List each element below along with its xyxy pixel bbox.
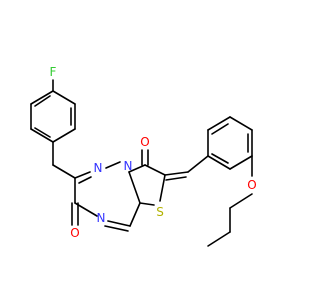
atom-n-left: N [94, 161, 103, 175]
atom-n-bridge: N [124, 159, 133, 173]
atom-o-ether: O [247, 178, 256, 192]
atom-o-lower: O [70, 226, 79, 240]
background [0, 0, 300, 300]
atom-labels: F N N N O O O S [50, 65, 257, 240]
bond-lines [30, 79, 253, 247]
atom-f: F [50, 65, 57, 79]
molecule-structure: F N N N O O O S [0, 0, 300, 300]
atom-s: S [156, 205, 164, 219]
atom-o-upper: O [140, 135, 149, 149]
atom-n-lower: N [97, 211, 106, 225]
